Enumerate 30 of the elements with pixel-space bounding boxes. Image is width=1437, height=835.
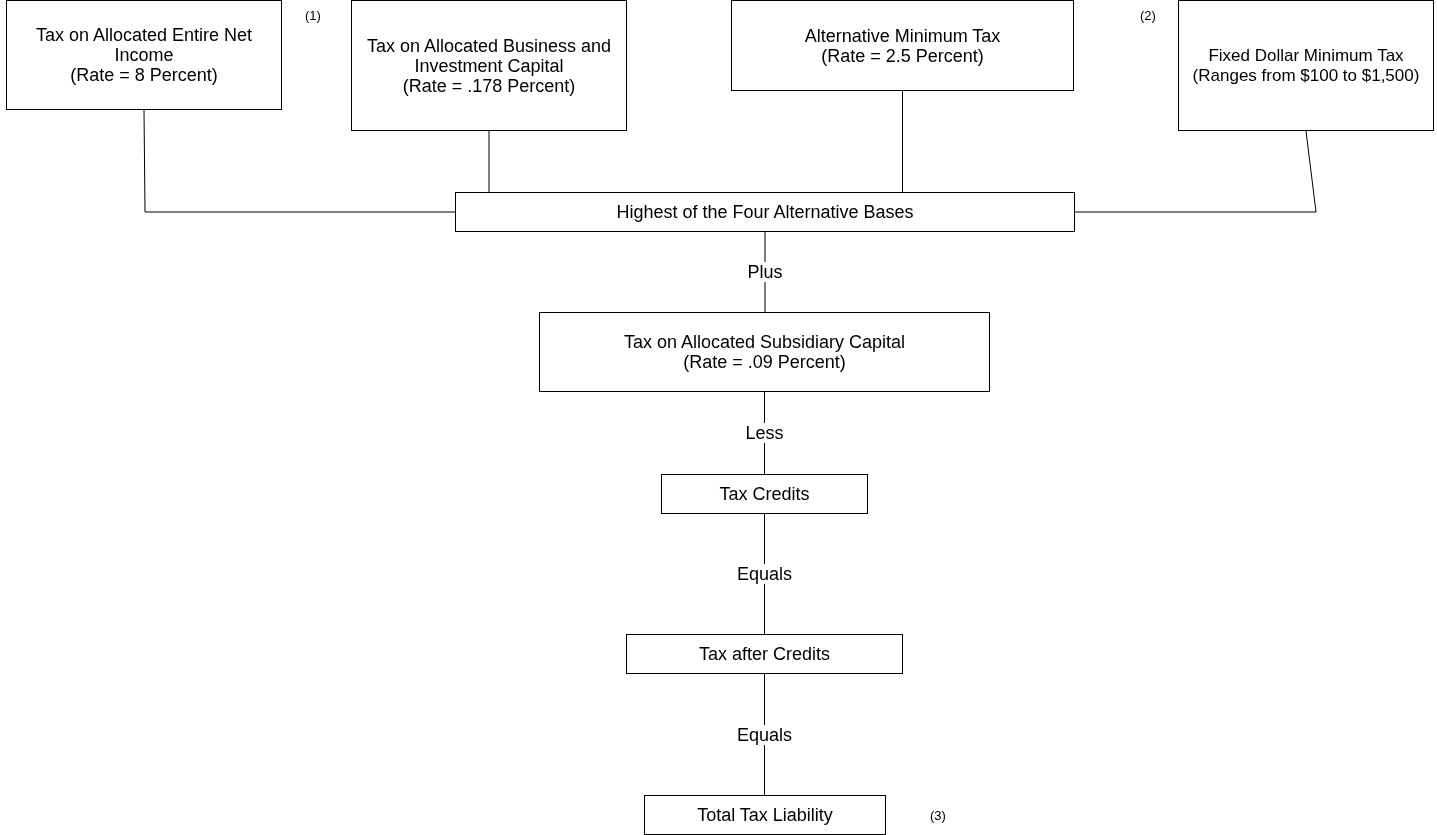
box-subtitle: (Rate = 8 Percent): [70, 65, 218, 85]
box-subtitle: (Rate = .178 Percent): [402, 75, 576, 96]
box-title: Tax Credits: [719, 484, 810, 504]
connector-line: [143, 109, 456, 213]
process-box: [731, 0, 1074, 91]
process-box: [351, 0, 627, 131]
box-subtitle: (Ranges from $100 to $1,500): [1192, 65, 1420, 86]
process-box: [455, 192, 1075, 232]
process-box: [1178, 0, 1434, 131]
box-title: Tax on Allocated Business and Investment Capital: [365, 35, 613, 76]
box-title: Fixed Dollar Minimum Tax: [1208, 45, 1404, 66]
box-title: Tax on Allocated Entire Net Income: [34, 25, 254, 65]
box-title: Tax after Credits: [698, 644, 830, 664]
box-title: Alternative Minimum Tax: [804, 25, 1001, 46]
footnote-mark: (2): [1140, 8, 1156, 23]
footnote-mark: (1): [305, 8, 321, 23]
process-box: [661, 474, 868, 514]
connector-line: [488, 130, 490, 193]
process-box: [6, 0, 282, 110]
process-box: [644, 795, 886, 835]
connector-line: [902, 90, 903, 193]
connector-line: [1074, 130, 1317, 213]
process-box: [539, 312, 990, 392]
process-box: [626, 634, 903, 674]
box-subtitle: (Rate = 2.5 Percent): [821, 45, 984, 66]
box-subtitle: (Rate = .09 Percent): [683, 352, 846, 372]
box-title: Tax on Allocated Subsidiary Capital: [623, 332, 906, 352]
box-title: Highest of the Four Alternative Bases: [616, 202, 914, 222]
box-title: Total Tax Liability: [697, 805, 833, 825]
footnote-mark: (3): [930, 808, 946, 823]
